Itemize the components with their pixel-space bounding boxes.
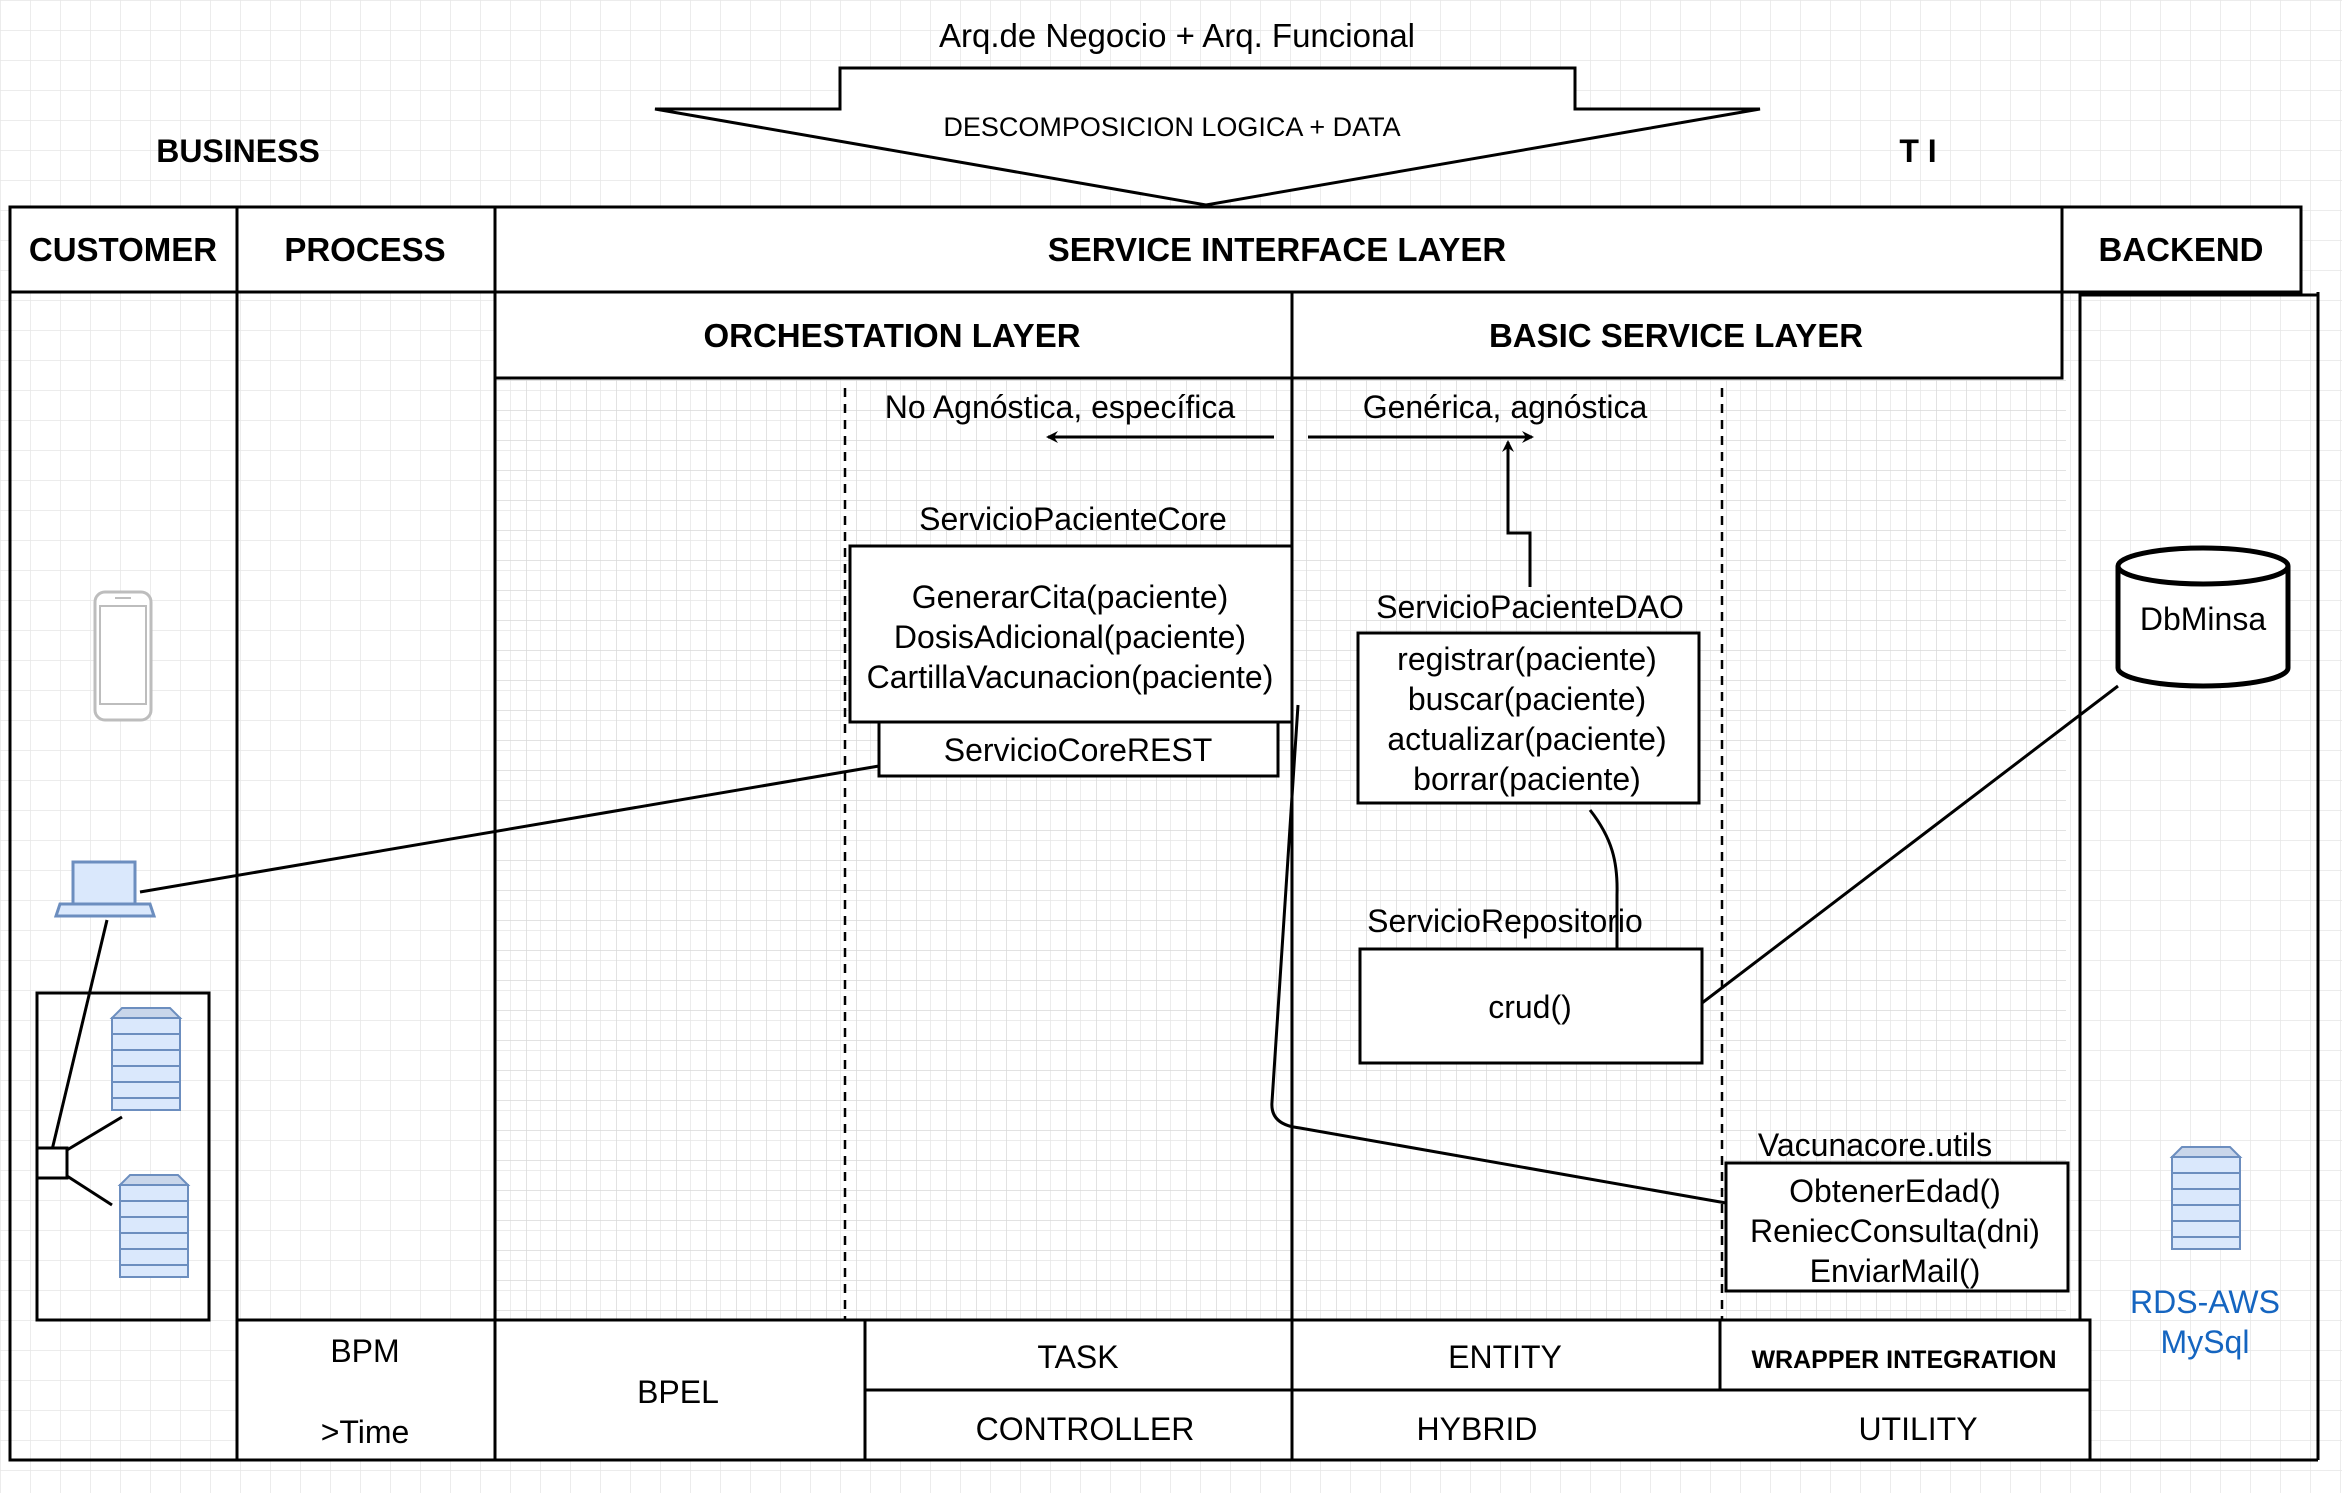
paciente-dao-method: actualizar(paciente) — [1387, 721, 1666, 757]
utils-method: ObtenerEdad() — [1789, 1173, 2001, 1209]
rds-line2: MySql — [2161, 1324, 2250, 1360]
wrapper-cell — [1718, 1318, 2092, 1392]
orchestation-header — [493, 290, 1294, 380]
utils-box — [1724, 1161, 2070, 1293]
dao-up-arrow — [1502, 440, 1532, 587]
utils-method: ReniecConsulta(dni) — [1750, 1213, 2040, 1249]
paciente-dao-method: buscar(paciente) — [1408, 681, 1646, 717]
backend-title: BACKEND — [2099, 231, 2264, 268]
basic-service-header — [1290, 290, 2064, 380]
business-label: BUSINESS — [156, 133, 320, 169]
database-name: DbMinsa — [2140, 601, 2266, 637]
paciente-core-box — [848, 544, 1294, 724]
entity-label: ENTITY — [1448, 1339, 1562, 1375]
bpm-label: BPM — [330, 1333, 399, 1369]
paciente-dao-box — [1356, 631, 1701, 805]
core-rest-title: ServicioCoreREST — [944, 732, 1213, 768]
paciente-dao-method: borrar(paciente) — [1413, 761, 1641, 797]
process-title: PROCESS — [284, 231, 445, 268]
laptop-rest-connector — [139, 764, 880, 894]
backend-header — [2060, 205, 2303, 294]
decomposition-label: DESCOMPOSICION LOGICA + DATA — [943, 112, 1400, 142]
generica-label: Genérica, agnóstica — [1363, 389, 1648, 425]
bpm-cell — [235, 1318, 497, 1462]
rds-line1: RDS-AWS — [2130, 1284, 2280, 1320]
wrapper-label: WRAPPER INTEGRATION — [1751, 1346, 2056, 1374]
service-interface-title: SERVICE INTERFACE LAYER — [1048, 231, 1507, 268]
hybrid-utility-cell — [1290, 1388, 2092, 1462]
laptop-icon — [53, 860, 157, 918]
network-switch — [35, 1146, 69, 1180]
server-icon — [109, 1007, 183, 1111]
top-title: Arq.de Negocio + Arq. Funcional — [939, 17, 1415, 54]
paciente-core-method: GenerarCita(paciente) — [912, 579, 1229, 615]
process-header — [235, 205, 497, 294]
task-cell — [863, 1318, 1294, 1392]
core-utils-connector — [1270, 704, 1727, 1205]
entity-cell — [1290, 1318, 1722, 1392]
mobile-phone-icon — [93, 590, 153, 722]
repo-db-connector — [1701, 684, 2119, 1005]
utils-method: EnviarMail() — [1810, 1253, 1981, 1289]
basic-service-title: BASIC SERVICE LAYER — [1489, 317, 1863, 354]
utility-label: UTILITY — [1858, 1411, 1977, 1447]
hybrid-label: HYBRID — [1417, 1411, 1538, 1447]
task-label: TASK — [1037, 1339, 1118, 1375]
server-icon — [117, 1174, 191, 1278]
ti-label: T I — [1899, 133, 1936, 169]
paciente-dao-title: ServicioPacienteDAO — [1376, 589, 1684, 625]
paciente-dao-method: registrar(paciente) — [1397, 641, 1657, 677]
customer-header — [8, 205, 239, 294]
dao-repo-connector — [1588, 809, 1619, 949]
paciente-core-title: ServicioPacienteCore — [919, 501, 1227, 537]
controller-label: CONTROLLER — [976, 1411, 1195, 1447]
core-rest-box — [877, 720, 1280, 778]
repositorio-box — [1358, 947, 1704, 1065]
orchestation-title: ORCHESTATION LAYER — [703, 317, 1080, 354]
bpel-cell — [493, 1318, 867, 1462]
paciente-core-method: CartillaVacunacion(paciente) — [867, 659, 1274, 695]
repositorio-method: crud() — [1488, 989, 1572, 1025]
repositorio-title: ServicioRepositorio — [1367, 903, 1643, 939]
no-agnostica-label: No Agnóstica, específica — [885, 389, 1236, 425]
decomposition-arrow — [654, 66, 1761, 207]
time-label: >Time — [321, 1414, 410, 1450]
paciente-core-method: DosisAdicional(paciente) — [894, 619, 1246, 655]
bpel-label: BPEL — [637, 1374, 719, 1410]
database-icon — [2115, 545, 2291, 689]
utils-title: Vacunacore.utils — [1758, 1127, 1992, 1163]
server-icon — [2169, 1146, 2243, 1250]
customer-title: CUSTOMER — [29, 231, 217, 268]
